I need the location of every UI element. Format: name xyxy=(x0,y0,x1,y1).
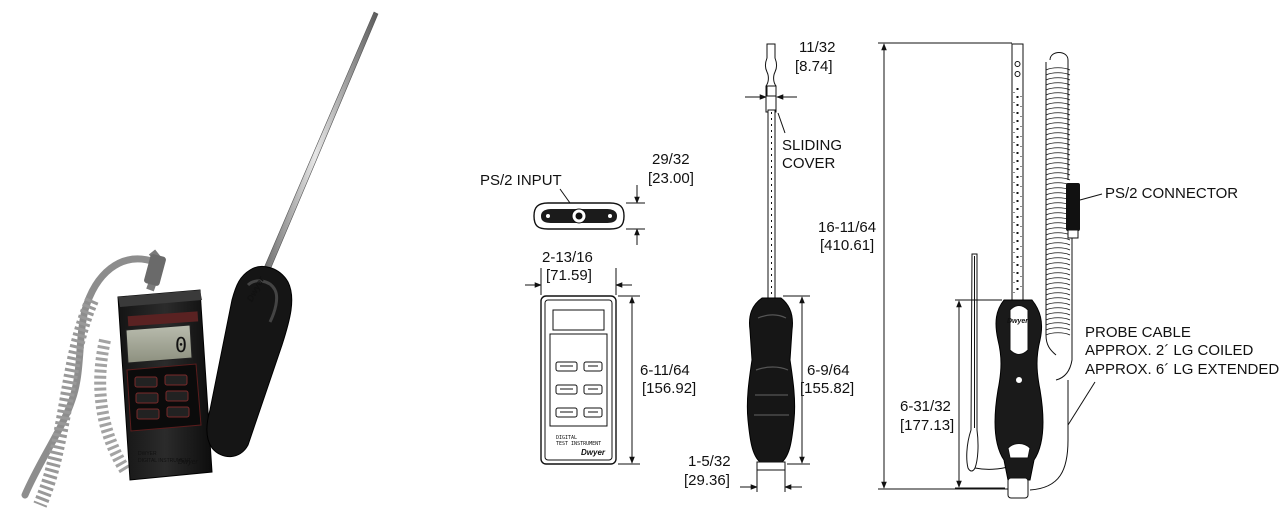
end-height-in: 29/32 xyxy=(652,151,690,168)
coil-ring xyxy=(1045,247,1071,251)
probe-cable-line2: APPROX. 2´ LG COILED xyxy=(1085,342,1254,359)
length-in: 6-11/64 xyxy=(640,362,690,379)
assembly-handle-mm: [177.13] xyxy=(900,417,954,434)
coil-ring xyxy=(1045,257,1071,261)
meter-body: 0 DWYER DIGITAL INSTRUMENT Dwyer xyxy=(117,289,213,481)
coil-ring xyxy=(1045,237,1071,241)
coil-ring xyxy=(1045,92,1071,96)
photo-probe: Dwyer xyxy=(206,11,379,458)
coil-ring xyxy=(1045,97,1071,101)
coil-ring xyxy=(1045,327,1071,331)
product-photo: 0 DWYER DIGITAL INSTRUMENT Dwyer Dwyer xyxy=(21,11,379,508)
coil-ring xyxy=(1045,67,1071,71)
key-enter[interactable] xyxy=(165,390,189,402)
meter-keypad xyxy=(134,374,190,420)
face-logo: Dwyer xyxy=(581,448,606,457)
coil-ring xyxy=(1045,272,1071,276)
base-width-mm: [29.36] xyxy=(684,472,730,489)
coil-rings xyxy=(1045,67,1071,336)
coiled-cable xyxy=(21,249,166,508)
coil-ring xyxy=(1045,112,1071,116)
face-text-2: TEST INSTRUMENT xyxy=(556,441,601,447)
side-handle xyxy=(746,297,796,463)
coil-ring xyxy=(1045,302,1071,306)
coil-ring xyxy=(1045,262,1071,266)
end-height-mm: [23.00] xyxy=(648,170,694,187)
total-length-mm: [410.61] xyxy=(820,237,874,254)
coil-ring xyxy=(1045,142,1071,146)
coil-ring xyxy=(1045,267,1071,271)
front-view-drawing: PS/2 INPUT 29/32 [23.00] 2-13/16 [71.59] xyxy=(480,151,696,465)
coil-ring xyxy=(1045,322,1071,326)
coil-ring xyxy=(1045,177,1071,181)
display-window xyxy=(552,309,605,331)
meter-subtitle: DIGITAL INSTRUMENT xyxy=(138,458,191,464)
coil-ring xyxy=(1045,107,1071,111)
coil-ring xyxy=(1045,277,1071,281)
coil-ring xyxy=(1045,77,1071,81)
total-length-in: 16-11/64 xyxy=(818,219,876,236)
probe-assembly-drawing: 16-11/64 [410.61] PS/2 CONNECTOR PROBE C… xyxy=(818,42,1279,499)
coil-ring xyxy=(1045,157,1071,161)
coil-ring xyxy=(1045,282,1071,286)
coil-ring xyxy=(1045,332,1071,336)
coil-ring xyxy=(1045,287,1071,291)
coil-ring xyxy=(1045,122,1071,126)
meter-display-value: 0 xyxy=(175,333,187,357)
coil-ring xyxy=(1045,152,1071,156)
sliding-cover-line2: COVER xyxy=(782,155,836,172)
front-keys xyxy=(555,361,603,418)
coil-ring xyxy=(1045,297,1071,301)
side-probe-drawing: 11/32 [8.74] SLIDING COVER 6-9/64 [155.8… xyxy=(684,39,854,492)
coil-ring xyxy=(1045,312,1071,316)
assembly-coil xyxy=(1045,52,1073,381)
coil-ring xyxy=(1045,87,1071,91)
coil-ring xyxy=(1045,232,1071,236)
length-mm: [156.92] xyxy=(642,380,696,397)
width-in: 2-13/16 xyxy=(542,249,593,266)
ps2-input-label: PS/2 INPUT xyxy=(480,172,562,189)
key-clear[interactable] xyxy=(166,406,190,418)
width-mm: [71.59] xyxy=(546,267,592,284)
probe-cable-line3: APPROX. 6´ LG EXTENDED xyxy=(1085,361,1279,378)
key-select[interactable] xyxy=(134,376,158,388)
side-handle-in: 6-9/64 xyxy=(807,362,850,379)
key-memory[interactable] xyxy=(136,408,160,420)
tip-width-in: 11/32 xyxy=(799,39,835,56)
coil-ring xyxy=(1045,137,1071,141)
ps2-connector-label: PS/2 CONNECTOR xyxy=(1105,185,1238,202)
face-text-1: DIGITAL xyxy=(556,435,577,441)
coil-ring xyxy=(1045,72,1071,76)
side-rod xyxy=(767,109,776,301)
coil-ring xyxy=(1045,117,1071,121)
assembly-probe-logo: Dwyer xyxy=(1007,318,1029,325)
coil-ring xyxy=(1045,82,1071,86)
assembly-handle-in: 6-31/32 xyxy=(900,398,951,415)
coil-ring xyxy=(1045,167,1071,171)
coil-ring xyxy=(1045,172,1071,176)
probe-cable-line1: PROBE CABLE xyxy=(1085,324,1191,341)
coil-ring xyxy=(1045,252,1071,256)
coil-ring xyxy=(1045,127,1071,131)
key-hold[interactable] xyxy=(164,374,188,386)
coil-ring xyxy=(1045,242,1071,246)
coil-ring xyxy=(1045,132,1071,136)
side-handle-mm: [155.82] xyxy=(800,380,854,397)
ps2-connector xyxy=(1066,183,1080,231)
assembly-handle xyxy=(994,299,1044,481)
coil-ring xyxy=(1045,307,1071,311)
meter-lcd xyxy=(125,324,193,364)
coil-ring xyxy=(1045,147,1071,151)
sliding-cover-line1: SLIDING xyxy=(782,137,842,154)
coil-ring xyxy=(1045,292,1071,296)
meter-logo: Dwyer xyxy=(178,459,199,466)
key-menu[interactable] xyxy=(135,392,159,404)
meter-brand: DWYER xyxy=(138,451,157,457)
tip-width-mm: [8.74] xyxy=(795,58,833,75)
base-width-in: 1-5/32 xyxy=(688,453,731,470)
coil-ring xyxy=(1045,317,1071,321)
coil-ring xyxy=(1045,102,1071,106)
coil-ring xyxy=(1045,162,1071,166)
